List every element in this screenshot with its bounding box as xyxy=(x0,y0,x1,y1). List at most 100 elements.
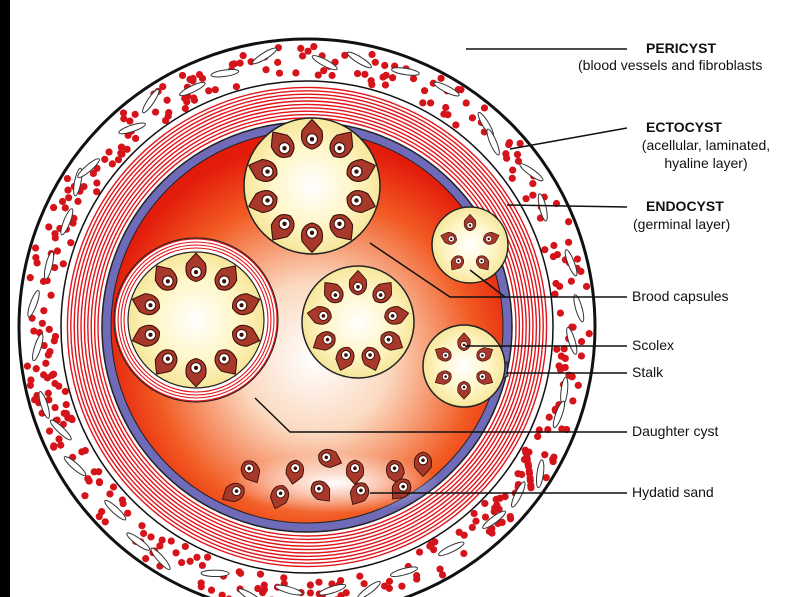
label-endocyst: ENDOCYST xyxy=(646,198,724,215)
blood-cell xyxy=(62,388,69,395)
blood-cell xyxy=(42,360,49,367)
blood-cell xyxy=(159,536,166,543)
blood-cell xyxy=(529,180,536,187)
diagram-frame: PERICYST (blood vessels and fibroblasts … xyxy=(10,0,810,597)
blood-cell xyxy=(440,111,447,118)
blood-cell xyxy=(98,508,105,515)
blood-cell xyxy=(52,234,59,241)
blood-cell xyxy=(172,549,179,556)
blood-cell xyxy=(356,573,363,580)
blood-cell xyxy=(410,75,417,82)
blood-cell xyxy=(471,510,478,517)
label-scolex: Scolex xyxy=(632,337,674,354)
blood-cell xyxy=(558,353,565,360)
blood-cell xyxy=(574,255,581,262)
blood-cell xyxy=(398,583,405,590)
blood-cell xyxy=(469,114,476,121)
blood-cell xyxy=(27,274,34,281)
blood-cell xyxy=(138,522,145,529)
blood-cell xyxy=(168,537,175,544)
label-endocyst-description: (germinal layer) xyxy=(633,216,730,233)
blood-cell xyxy=(578,352,585,359)
blood-cell xyxy=(27,376,34,383)
blood-cell xyxy=(419,99,426,106)
scolex-hooks xyxy=(356,285,360,289)
blood-cell xyxy=(51,380,58,387)
blood-cell xyxy=(502,493,509,500)
blood-cell xyxy=(24,363,31,370)
blood-cell xyxy=(381,62,388,69)
blood-cell xyxy=(509,166,516,173)
blood-cell xyxy=(62,204,69,211)
blood-cell xyxy=(120,109,127,116)
blood-cell xyxy=(101,156,108,163)
blood-cell xyxy=(237,570,244,577)
blood-cell xyxy=(39,320,46,327)
blood-cell xyxy=(102,518,109,525)
scolex-hooks xyxy=(463,343,466,346)
label-ectocyst-description-2: hyaline layer) xyxy=(626,155,786,172)
blood-cell xyxy=(430,546,437,553)
blood-cell xyxy=(509,175,516,182)
blood-cell xyxy=(126,117,133,124)
label-pericyst-description: (blood vessels and fibroblasts xyxy=(578,57,762,74)
blood-cell xyxy=(110,483,117,490)
blood-cell xyxy=(416,548,423,555)
blood-cell xyxy=(57,442,64,449)
leader-ectocyst xyxy=(510,128,627,149)
blood-cell xyxy=(132,135,139,142)
blood-cell xyxy=(328,72,335,79)
blood-cell xyxy=(280,574,287,581)
blood-cell xyxy=(577,268,584,275)
scolex-hooks xyxy=(469,224,471,226)
blood-cell xyxy=(354,70,361,77)
blood-cell xyxy=(212,86,219,93)
blood-cell xyxy=(427,99,434,106)
blood-cell xyxy=(261,586,268,593)
blood-cell xyxy=(469,524,476,531)
blood-cell xyxy=(179,72,186,79)
blood-cell xyxy=(436,566,443,573)
blood-cell xyxy=(472,518,479,525)
blood-cell xyxy=(389,74,396,81)
blood-cell xyxy=(556,283,563,290)
blood-cell xyxy=(82,447,89,454)
blood-cell xyxy=(240,52,247,59)
blood-cell xyxy=(557,366,564,373)
blood-cell xyxy=(368,51,375,58)
blood-cell xyxy=(372,59,379,66)
blood-cell xyxy=(452,121,459,128)
blood-cell xyxy=(40,307,47,314)
blood-cell xyxy=(74,198,81,205)
blood-cell xyxy=(381,582,388,589)
scolex-hooks xyxy=(353,466,357,470)
blood-cell xyxy=(442,104,449,111)
label-brood-capsules: Brood capsules xyxy=(632,288,729,305)
blood-cell xyxy=(529,192,536,199)
blood-cell xyxy=(514,151,521,158)
blood-cell xyxy=(40,371,47,378)
blood-cell xyxy=(204,554,211,561)
blood-cell xyxy=(297,45,304,52)
blood-cell xyxy=(178,559,185,566)
blood-cell xyxy=(460,550,467,557)
blood-cell xyxy=(463,99,470,106)
scolex-hooks xyxy=(310,231,314,235)
blood-cell xyxy=(310,43,317,50)
blood-cell xyxy=(205,87,212,94)
blood-cell xyxy=(64,186,71,193)
blood-cell xyxy=(46,427,53,434)
blood-cell xyxy=(493,496,500,503)
blood-cell xyxy=(413,575,420,582)
blood-cell xyxy=(237,59,244,66)
blood-cell xyxy=(481,104,488,111)
label-stalk: Stalk xyxy=(632,364,663,381)
blood-cell xyxy=(553,346,560,353)
blood-cell xyxy=(142,555,149,562)
blood-cell xyxy=(159,83,166,90)
blood-cell xyxy=(550,453,557,460)
blood-cell xyxy=(257,571,264,578)
scolex-hooks xyxy=(194,366,198,370)
blood-cell xyxy=(522,195,529,202)
blood-cell xyxy=(50,204,57,211)
